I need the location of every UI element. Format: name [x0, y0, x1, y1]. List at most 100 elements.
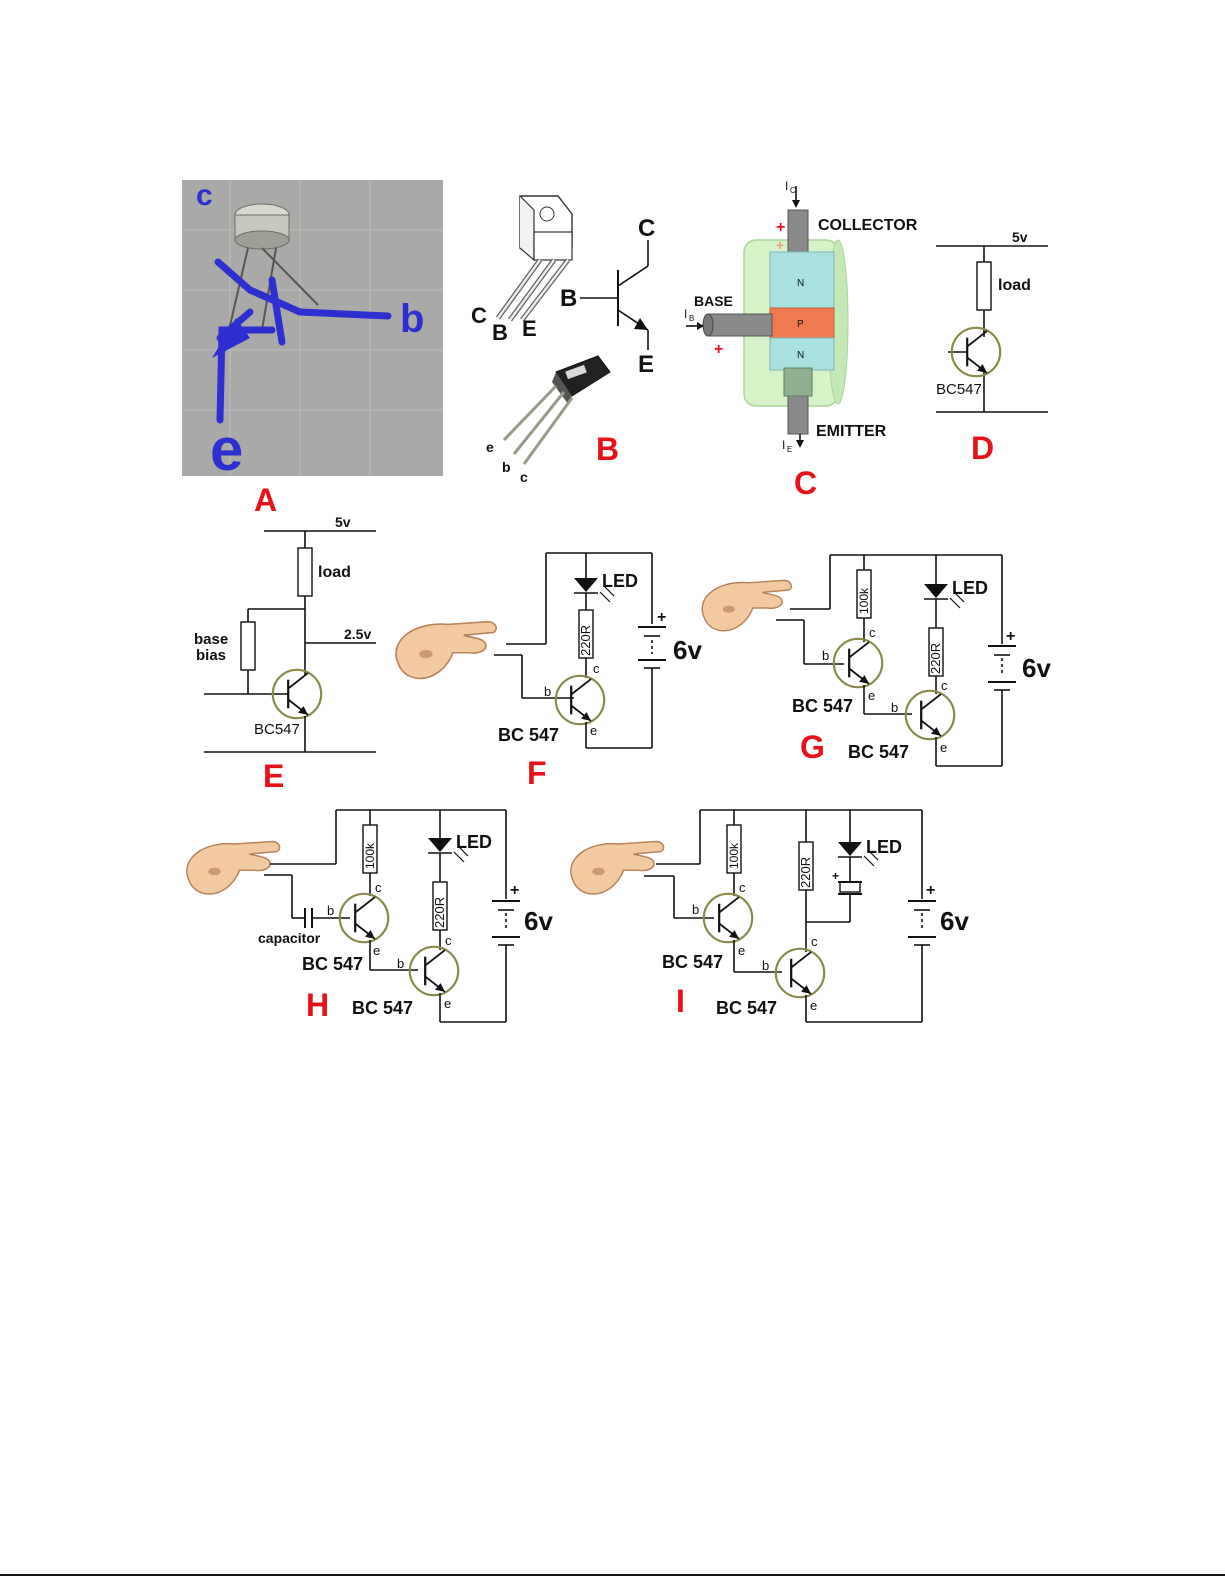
label-b-e-pin: E: [522, 316, 537, 341]
label-f-part: BC 547: [498, 725, 559, 745]
label-c-ib-sub: B: [689, 314, 694, 323]
label-f-plus: +: [657, 609, 666, 626]
panel-e: 5v load 2.5v base bias BC547 E: [194, 514, 376, 794]
label-d-part: BC547: [936, 381, 982, 398]
panel-letter-d: D: [971, 430, 994, 466]
label-a-e: e: [210, 416, 243, 483]
label-g1-e: e: [868, 688, 875, 703]
label-b-b-small: b: [502, 459, 511, 475]
label-h2-e: e: [444, 996, 451, 1011]
npn-symbol-large: [580, 240, 649, 350]
led-i-icon: [838, 842, 862, 856]
led-h-icon: [428, 838, 452, 852]
label-i1-b: b: [692, 902, 699, 917]
label-h-led: LED: [456, 832, 492, 852]
finger-icon: [395, 620, 498, 680]
label-h1-c: c: [375, 880, 382, 895]
label-f-res: 220R: [578, 625, 593, 656]
transistor-photo-icon: [221, 203, 319, 361]
label-i-batt: 6v: [940, 906, 969, 936]
label-b-c-small: c: [520, 469, 528, 485]
label-i-r1: 100k: [727, 842, 741, 869]
arrow-icon: [212, 318, 250, 358]
page-bottom-rule: [0, 1574, 1225, 1576]
n-region-top: [769, 251, 835, 309]
plus-sign-2: +: [776, 237, 784, 253]
hand-drawn-symbol: [214, 258, 392, 424]
label-c-base: BASE: [694, 293, 733, 309]
label-a-c: c: [196, 179, 213, 212]
label-b-b-pin: B: [492, 320, 508, 345]
label-h-plus: +: [510, 882, 519, 899]
panel-letter-f: F: [527, 755, 547, 791]
label-b-collector: C: [638, 215, 655, 242]
panel-letter-g: G: [800, 729, 825, 765]
label-c-ib: I: [684, 307, 687, 321]
label-g2-b: b: [891, 700, 898, 715]
label-c-emitter: EMITTER: [816, 423, 887, 440]
label-g-batt: 6v: [1022, 653, 1051, 683]
panel-letter-b: B: [596, 431, 619, 467]
label-i1-c: c: [739, 880, 746, 895]
label-f-e: e: [590, 723, 597, 738]
finger-icon: [570, 840, 665, 895]
label-f-batt: 6v: [673, 635, 702, 665]
plus-sign-3: +: [714, 341, 723, 358]
label-b-c-pin: C: [471, 303, 487, 328]
label-f-b: b: [544, 684, 551, 699]
panel-letter-c: C: [794, 465, 817, 501]
label-f-led: LED: [602, 571, 638, 591]
label-g1-b: b: [822, 648, 829, 663]
label-a-b: b: [400, 297, 424, 341]
label-c-ie-sub: E: [787, 445, 792, 454]
panel-g: LED 100k 220R 6v + b c e b c e BC 547 BC…: [701, 554, 1051, 767]
label-h-part-1: BC 547: [302, 954, 363, 974]
label-d-supply: 5v: [1012, 229, 1028, 245]
label-h-cap: capacitor: [258, 930, 321, 946]
led-f-icon: [574, 578, 598, 592]
label-g-part-1: BC 547: [792, 696, 853, 716]
label-i-part-2: BC 547: [716, 998, 777, 1018]
label-g1-c: c: [869, 625, 876, 640]
to92-small-icon: [502, 355, 611, 465]
label-b-e-small: e: [486, 439, 494, 455]
transistor-i2-icon: [774, 947, 826, 999]
label-i-led: LED: [866, 837, 902, 857]
label-c-ie: I: [782, 438, 785, 452]
label-g2-e: e: [940, 740, 947, 755]
label-g-r1: 100k: [857, 587, 871, 614]
label-h1-e: e: [373, 943, 380, 958]
label-c-n-bottom: N: [797, 350, 804, 361]
label-i2-c: c: [811, 934, 818, 949]
finger-icon: [701, 579, 793, 632]
label-e-mid: 2.5v: [344, 626, 371, 642]
finger-icon: [186, 840, 281, 895]
label-b-emitter: E: [638, 351, 654, 378]
n-region-bottom: [769, 337, 835, 371]
label-c-ic-sub: C: [790, 186, 796, 195]
label-e-bias-2: bias: [196, 647, 226, 664]
label-f-c: c: [593, 661, 600, 676]
label-i-part-1: BC 547: [662, 952, 723, 972]
label-i1-e: e: [738, 943, 745, 958]
label-e-load: load: [318, 564, 351, 581]
label-g-part-2: BC 547: [848, 742, 909, 762]
panel-f: LED 220R 6v + b c e BC 547 F: [395, 552, 702, 791]
label-i2-b: b: [762, 958, 769, 973]
led-g-icon: [924, 584, 948, 598]
label-h-part-2: BC 547: [352, 998, 413, 1018]
label-e-part: BC547: [254, 721, 300, 738]
transistor-g1-icon: [832, 637, 884, 689]
to92-package-icon: [495, 195, 573, 322]
panel-b: C B E C B E e b c B: [471, 195, 655, 485]
label-c-n-top: N: [797, 278, 804, 289]
label-h2-c: c: [445, 933, 452, 948]
panel-d: 5v load BC547 D: [936, 229, 1048, 466]
panel-i: LED 100k 220R + 6v + b c e b c e BC 547 …: [570, 809, 969, 1023]
label-b-base: B: [560, 285, 577, 312]
label-c-ic: I: [785, 179, 788, 193]
label-i2-e: e: [810, 998, 817, 1013]
label-i-cap-plus: +: [832, 869, 839, 883]
p-region: [769, 307, 835, 339]
label-g-r2: 220R: [928, 643, 943, 674]
